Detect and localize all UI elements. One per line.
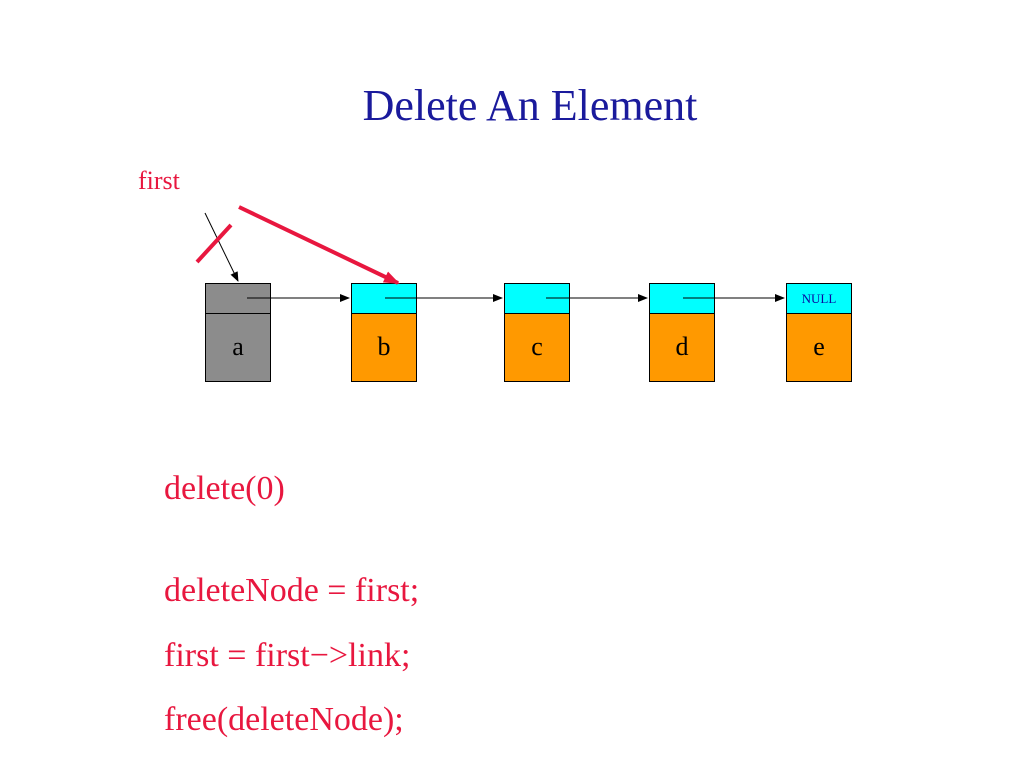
first-pointer-label: first [138, 166, 180, 195]
node-data-field: e [786, 314, 852, 382]
list-node-e: NULL e [786, 283, 852, 382]
page-title: Delete An Element [362, 81, 698, 130]
code-line-2: first = first−>link; [164, 637, 411, 674]
node-data-field: d [649, 314, 715, 382]
list-node-c: c [504, 283, 570, 382]
node-data-field: c [504, 314, 570, 382]
node-data-field: a [205, 314, 271, 382]
list-node-b: b [351, 283, 417, 382]
code-line-1: deleteNode = first; [164, 572, 420, 609]
list-node-d: d [649, 283, 715, 382]
function-call: delete(0) [164, 470, 285, 507]
node-data-field: b [351, 314, 417, 382]
node-link-field: NULL [786, 283, 852, 314]
strike-out-mark [195, 223, 233, 264]
code-line-3: free(deleteNode); [164, 701, 404, 738]
old-first-pointer-arrow [204, 212, 239, 282]
new-first-pointer-arrow [238, 205, 400, 285]
